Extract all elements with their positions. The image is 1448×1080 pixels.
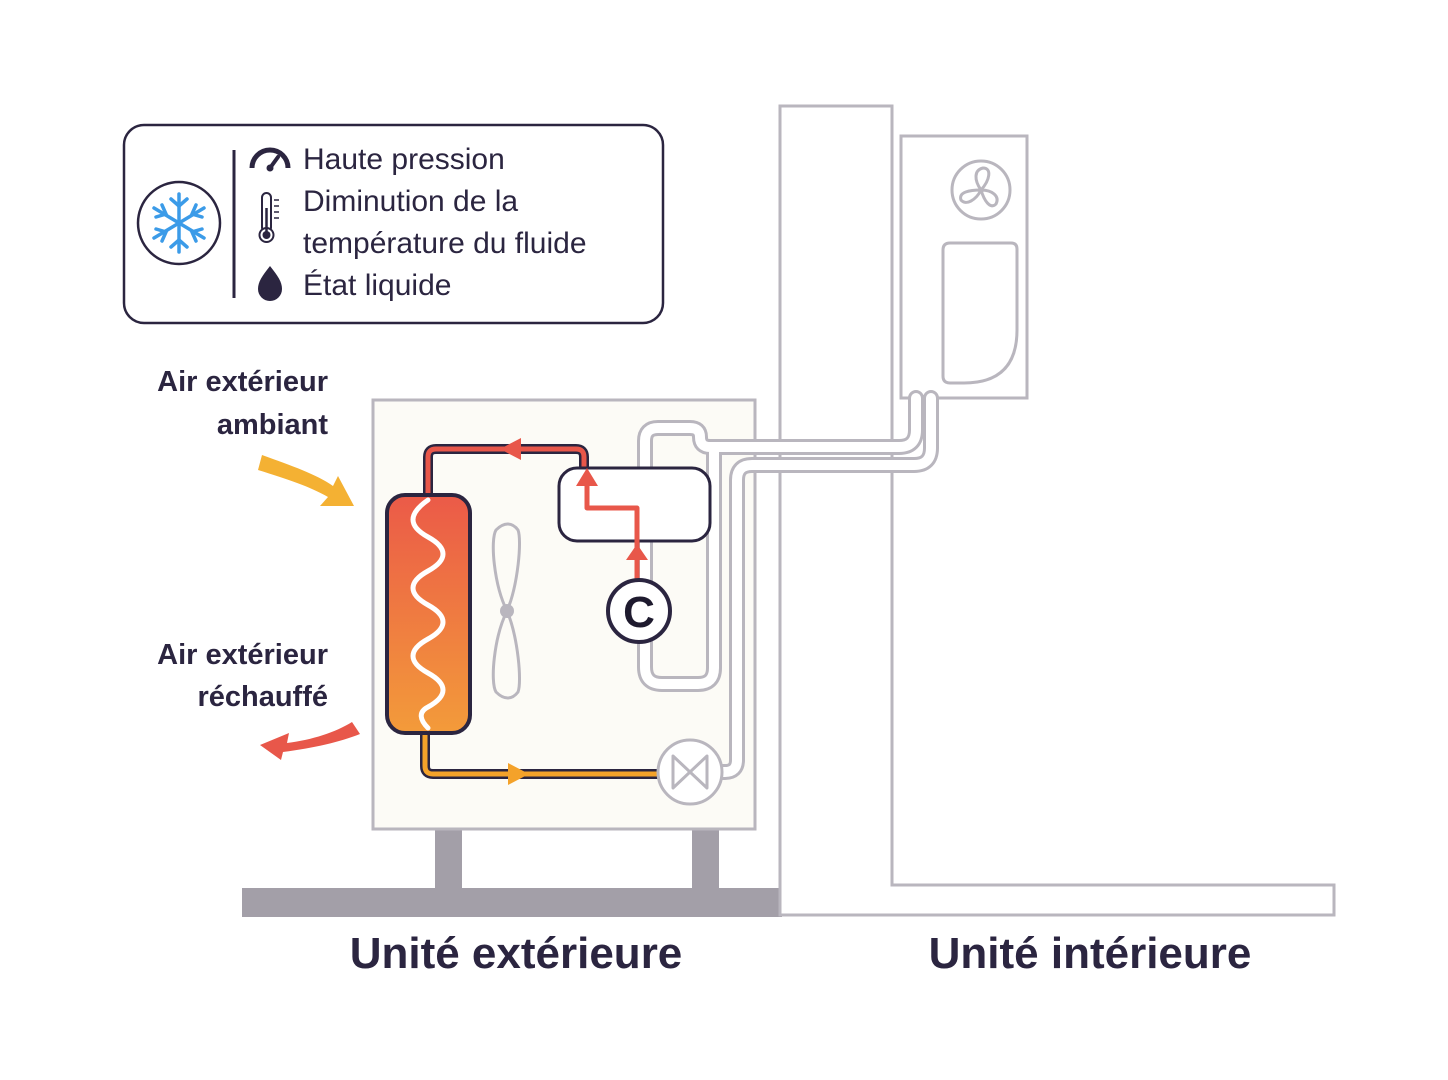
refrigerant-lines xyxy=(637,390,939,780)
legend-item-temperature-line2: température du fluide xyxy=(303,227,587,260)
legend: Haute pression Diminution de la températ… xyxy=(122,123,665,325)
indoor-unit-label: Unité intérieure xyxy=(929,929,1252,978)
heated-air-label-line1: Air extérieur xyxy=(157,639,328,671)
outdoor-fan-icon xyxy=(491,522,521,700)
ground-slab xyxy=(242,888,782,917)
legend-item-liquid-state: État liquide xyxy=(303,269,451,302)
heated-air-arrow xyxy=(260,722,360,760)
heated-air-label-line2: réchauffé xyxy=(197,681,328,713)
indoor-unit xyxy=(899,134,1029,400)
fan-icon xyxy=(950,159,1012,221)
ambient-air-label-line2: ambiant xyxy=(217,409,329,441)
thermometer-icon xyxy=(258,192,279,243)
condenser-coil xyxy=(385,493,472,735)
support-leg-left xyxy=(435,829,462,889)
ambient-air-label-line1: Air extérieur xyxy=(157,366,328,398)
legend-item-temperature-line1: Diminution de la xyxy=(303,185,518,218)
building-wall xyxy=(778,104,1336,917)
compressor-label: C xyxy=(623,588,655,637)
compressor-discharge-path xyxy=(576,468,648,584)
indoor-coil-panel xyxy=(941,241,1019,385)
ambient-air-arrow xyxy=(258,455,354,506)
flow-arrow-left xyxy=(500,438,521,460)
flow-arrow-right xyxy=(508,763,529,785)
liquid-line xyxy=(420,728,663,785)
pressure-gauge-icon xyxy=(249,147,291,172)
snowflake-icon xyxy=(136,180,222,266)
legend-item-high-pressure: Haute pression xyxy=(303,143,505,176)
hot-gas-line xyxy=(423,438,589,501)
expansion-valve xyxy=(656,738,724,806)
support-leg-right xyxy=(692,829,719,889)
outdoor-unit-label: Unité extérieure xyxy=(350,929,683,978)
compressor: C xyxy=(606,578,672,644)
liquid-drop-icon xyxy=(258,266,282,301)
